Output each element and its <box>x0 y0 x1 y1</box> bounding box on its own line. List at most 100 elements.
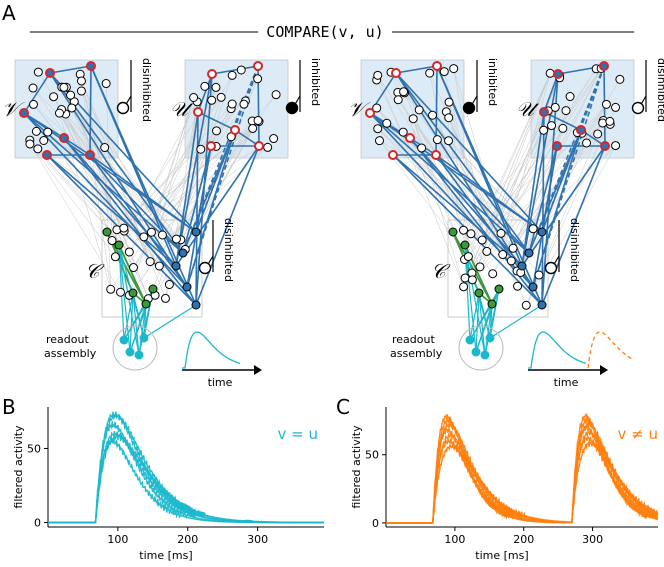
v-neuron <box>67 103 77 113</box>
c-neuron <box>466 229 476 239</box>
background-edge <box>133 128 253 268</box>
v-neuron <box>444 113 454 123</box>
u-assembly-neuron <box>206 141 216 151</box>
u-neuron <box>561 106 571 116</box>
v-neuron <box>393 95 403 105</box>
v-neuron <box>398 127 408 137</box>
inset-time-label: time <box>554 376 579 389</box>
background-edge <box>502 73 551 255</box>
assembly-edge <box>182 145 212 254</box>
readout-edge <box>132 292 140 356</box>
c-neuron <box>106 284 116 294</box>
annotation-c: v ≠ u <box>618 425 659 443</box>
y-tick-label: 50 <box>365 449 379 462</box>
v-neuron <box>372 103 382 113</box>
u-neuron <box>539 125 549 135</box>
u-neuron <box>550 102 560 112</box>
c-green-neuron <box>148 284 158 294</box>
readout-label-1: readout <box>392 333 435 346</box>
gate-u-circle <box>631 101 645 115</box>
c-neuron <box>160 293 170 303</box>
c-neuron <box>521 300 531 310</box>
c-neuron <box>528 224 538 234</box>
readout-neuron <box>485 333 495 343</box>
u-neuron <box>269 134 279 144</box>
background-edge <box>468 73 551 257</box>
v-assembly-neuron <box>86 61 96 71</box>
v-neuron <box>373 124 383 134</box>
v-neuron <box>444 136 454 146</box>
u-neuron <box>601 99 611 109</box>
v-neuron <box>43 127 53 137</box>
background-edge <box>61 109 113 241</box>
gate-c-label: disinhibited <box>222 218 235 282</box>
u-assembly-neuron <box>553 69 563 79</box>
assembly-edge <box>541 145 606 306</box>
x-tick-label: 100 <box>107 533 128 546</box>
c-neuron <box>482 246 492 256</box>
background-edge <box>464 68 597 279</box>
readout-edge <box>475 292 480 353</box>
background-edge <box>154 97 222 296</box>
c-green-neuron <box>114 240 124 250</box>
assembly-edge <box>195 145 260 306</box>
y-tick-label: 50 <box>27 442 41 455</box>
c-green-edge <box>452 231 493 305</box>
v-assembly-neuron <box>85 150 95 160</box>
u-neuron <box>565 92 575 102</box>
u-assembly-neuron <box>207 69 217 79</box>
background-edge <box>105 83 113 241</box>
v-neuron <box>439 67 449 77</box>
assembly-connections <box>369 65 606 306</box>
u-neuron <box>200 81 210 91</box>
readout-neuron <box>465 335 475 345</box>
u-neuron <box>212 126 222 136</box>
background-edge <box>111 103 233 241</box>
readout-edge <box>489 304 543 339</box>
u-neuron <box>611 141 621 151</box>
u-assembly-neuron <box>254 141 264 151</box>
background-edge <box>379 140 469 257</box>
c-neuron <box>124 247 134 257</box>
assembly-edge <box>392 154 523 267</box>
c-neuron <box>116 287 126 297</box>
c-assembly-neuron <box>191 300 201 310</box>
c-neuron <box>513 281 523 291</box>
v-assembly-edge <box>49 65 92 74</box>
assembly-edge <box>63 137 177 267</box>
u-neuron <box>207 95 217 105</box>
c-neuron <box>460 273 470 283</box>
u-neuron <box>236 65 246 75</box>
u-neuron <box>593 129 603 139</box>
panel-letter-a: A <box>2 1 16 25</box>
assembly-edge <box>186 129 236 288</box>
c-neuron <box>107 236 117 246</box>
assembly-edge <box>89 154 188 288</box>
background-edge <box>429 73 512 262</box>
v-assembly-neuron <box>431 150 441 160</box>
x-tick-label: 200 <box>513 533 534 546</box>
c-neuron <box>467 275 477 285</box>
assembly-edge <box>89 154 197 233</box>
c-assembly-neuron <box>178 248 188 258</box>
inset-trace-cyan <box>528 331 587 369</box>
v-neuron <box>432 135 442 145</box>
series-line <box>47 437 325 524</box>
v-neuron <box>66 90 76 100</box>
readout-edge <box>489 288 500 339</box>
u-assembly-edge <box>543 111 582 131</box>
assembly-edge <box>435 154 534 288</box>
assembly-edge <box>89 154 184 254</box>
series-residual <box>236 519 258 524</box>
c-green-neuron <box>460 240 470 250</box>
u-assembly-neuron <box>539 107 549 117</box>
v-neuron <box>76 76 86 86</box>
background-edge <box>448 102 473 280</box>
background-edge <box>110 78 258 290</box>
gate-u-label: disinhibited <box>655 58 664 122</box>
background-edge <box>453 68 488 252</box>
background-edge <box>481 73 551 241</box>
